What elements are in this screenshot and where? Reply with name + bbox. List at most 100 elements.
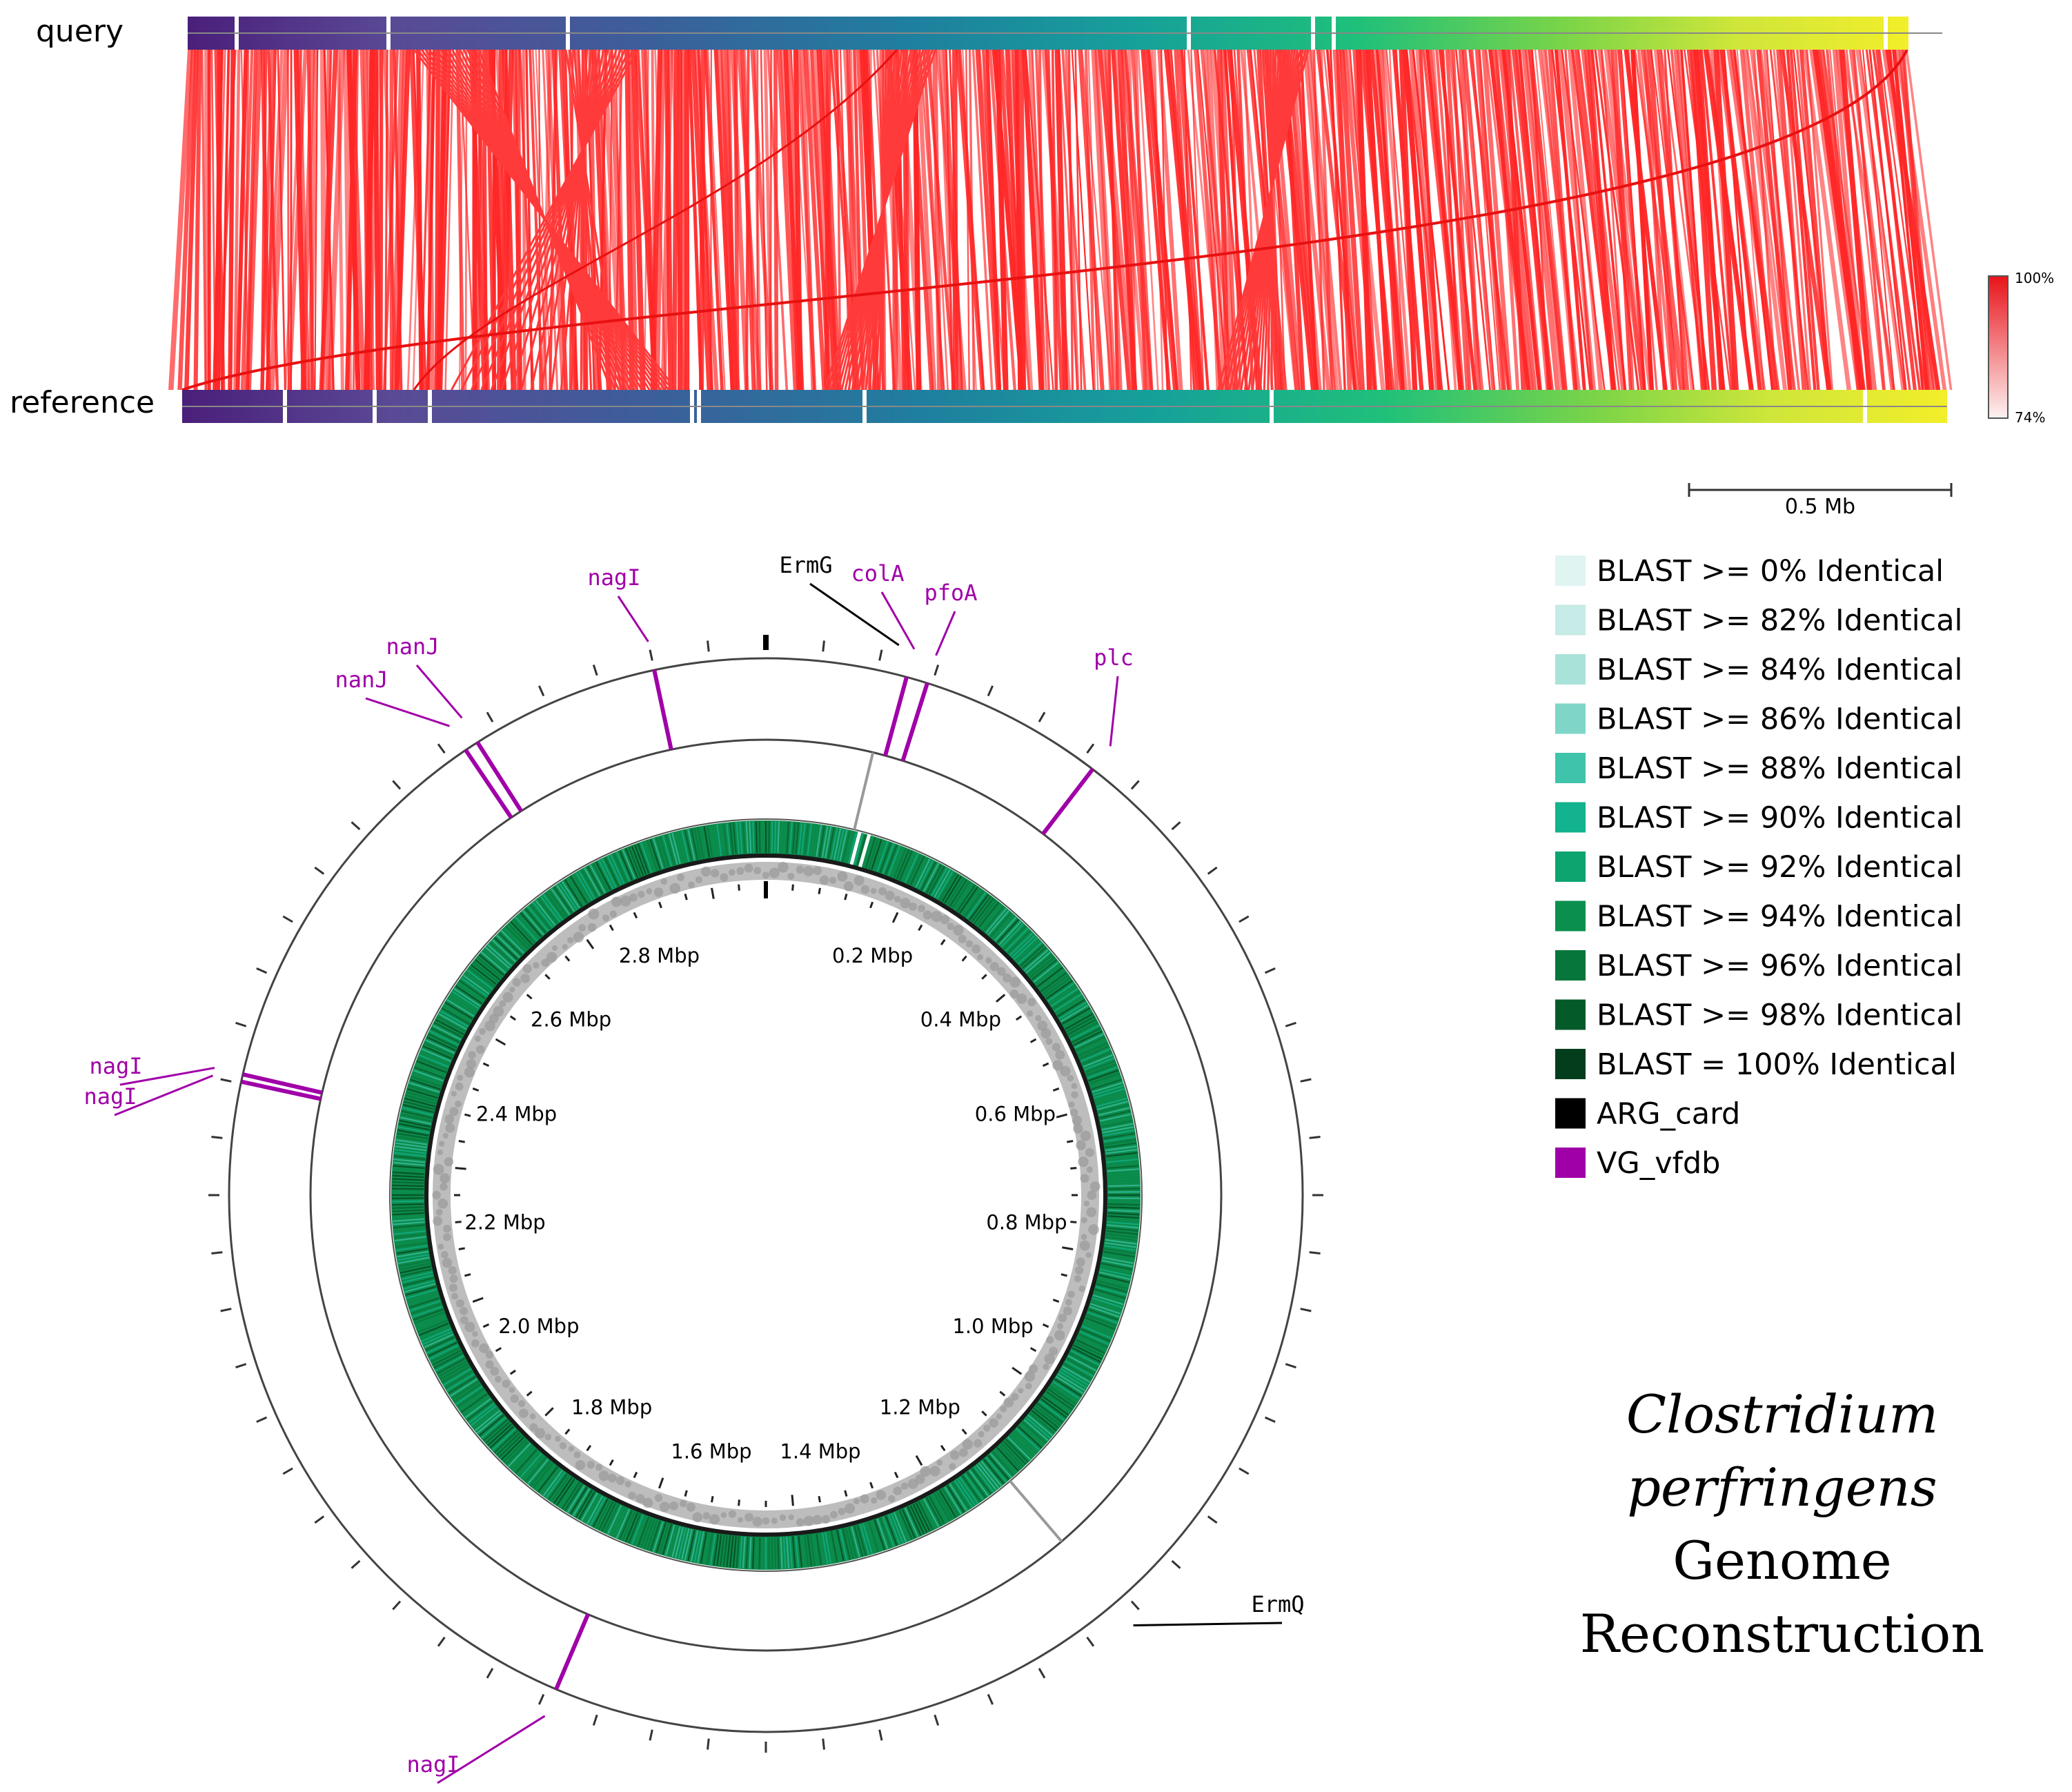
- blast-stripe: [1035, 964, 1061, 985]
- alignment-link: [391, 50, 404, 390]
- blast-stripe: [996, 918, 1019, 944]
- inner-tick: [455, 1221, 462, 1223]
- gc-mark: [1071, 1083, 1078, 1090]
- blast-stripe: [400, 1113, 432, 1122]
- alignment-link: [1564, 50, 1594, 390]
- outer-tick: [282, 1467, 293, 1475]
- reference-ring: [424, 854, 1107, 1537]
- blast-stripe: [589, 1497, 606, 1526]
- blast-stripe: [946, 1485, 965, 1513]
- blast-stripe: [978, 1462, 1000, 1488]
- blast-stripe: [395, 1245, 428, 1252]
- gc-mark: [958, 934, 967, 943]
- blast-stripe: [949, 879, 968, 907]
- title-genus: Clostridium: [1626, 1384, 1938, 1445]
- blast-stripe: [659, 1523, 670, 1554]
- blast-stripe: [402, 1274, 433, 1283]
- blast-stripe: [809, 1534, 816, 1566]
- gc-mark: [1065, 1299, 1072, 1306]
- gc-mark: [1078, 1156, 1089, 1168]
- blast-stripe: [780, 1537, 783, 1569]
- alignment-link: [1190, 50, 1205, 390]
- blast-stripe: [1107, 1174, 1140, 1179]
- blast-stripe: [726, 823, 731, 855]
- inner-tick: [940, 938, 946, 945]
- gc-mark: [509, 1387, 515, 1393]
- alignment-link: [168, 50, 193, 390]
- blast-stripe: [879, 842, 891, 873]
- alignment-link: [1888, 50, 1924, 390]
- outer-tick: [1264, 967, 1276, 974]
- blast-stripe: [1101, 1119, 1133, 1128]
- gc-mark: [533, 962, 540, 969]
- blast-stripe: [592, 863, 609, 892]
- blast-stripe: [510, 920, 533, 945]
- outer-tick: [1239, 1467, 1250, 1475]
- mbp-label: 1.6 Mbp: [671, 1440, 751, 1464]
- gc-mark: [509, 986, 515, 993]
- gc-mark: [947, 923, 954, 930]
- alignment-link: [824, 50, 831, 390]
- gc-mark: [609, 910, 617, 918]
- mbp-label: 0.2 Mbp: [832, 944, 913, 967]
- blast-stripe: [795, 822, 800, 854]
- inner-tick: [711, 1496, 714, 1503]
- blast-stripe: [393, 1158, 426, 1163]
- alignment-link: [836, 50, 842, 390]
- blast-stripe: [392, 1178, 424, 1181]
- scale-bar: 0.5 Mb: [1688, 483, 1953, 519]
- blast-stripe: [845, 831, 854, 863]
- alignment-link: [177, 50, 196, 390]
- alignment-link: [1180, 50, 1210, 390]
- blast-stripe: [671, 1526, 681, 1558]
- blast-stripe: [1016, 1428, 1040, 1451]
- inner-tick: [609, 1459, 614, 1466]
- blast-stripe: [643, 841, 655, 872]
- blast-stripe: [399, 1119, 431, 1128]
- blast-stripe: [1007, 929, 1032, 954]
- gc-mark: [474, 1035, 481, 1042]
- inner-tick: [633, 1471, 638, 1479]
- blast-stripe: [437, 1016, 466, 1033]
- alignment-link: [1699, 50, 1734, 390]
- blast-stripe: [925, 1497, 943, 1526]
- blast-stripe: [1021, 947, 1047, 969]
- gc-mark: [845, 1503, 856, 1514]
- gc-mark: [1011, 1392, 1019, 1401]
- blast-stripe: [839, 829, 848, 861]
- blast-stripe: [408, 1294, 439, 1306]
- inner-tick: [1042, 1062, 1049, 1067]
- blast-stripe: [606, 856, 622, 885]
- alignment-link: [406, 50, 422, 390]
- blast-stripe: [707, 825, 713, 858]
- gc-mark: [433, 1163, 444, 1175]
- gc-mark: [464, 1067, 475, 1078]
- blast-stripe: [1092, 1081, 1123, 1093]
- blast-stripe: [1056, 996, 1084, 1015]
- gene-mark: [1041, 767, 1094, 836]
- blast-stripe: [874, 840, 886, 871]
- blast-stripe: [500, 929, 525, 954]
- blast-stripe: [517, 1450, 540, 1476]
- inner-tick: [658, 1477, 664, 1489]
- blast-stripe: [1098, 1277, 1129, 1287]
- alignment-link: [1216, 50, 1230, 390]
- outer-tick: [1309, 1136, 1321, 1139]
- blast-stripe: [868, 1521, 880, 1553]
- blast-stripe: [419, 1054, 449, 1068]
- alignment-link: [233, 50, 241, 390]
- blast-stripe: [865, 837, 876, 868]
- gene-leader: [809, 582, 900, 647]
- blast-stripe: [1105, 1233, 1138, 1239]
- blast-stripe: [479, 954, 504, 976]
- blast-stripe: [420, 1325, 451, 1339]
- gc-mark: [1080, 1174, 1089, 1183]
- alignment-link: [1610, 50, 1632, 390]
- gc-mark: [1067, 1290, 1075, 1299]
- blast-stripe: [1012, 934, 1036, 958]
- blast-stripe: [393, 1218, 425, 1222]
- blast-stripe: [402, 1107, 433, 1116]
- blast-stripe: [453, 987, 481, 1007]
- blast-stripe: [887, 1514, 901, 1545]
- blast-stripe: [505, 925, 529, 949]
